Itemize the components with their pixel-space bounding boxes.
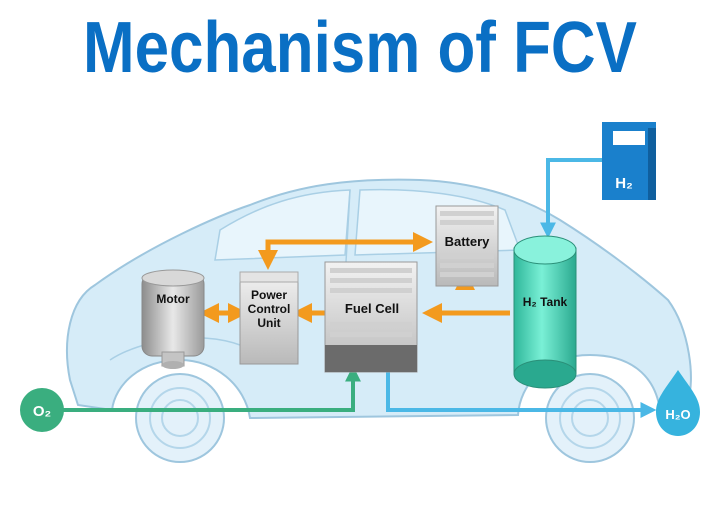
water-outlet-line (386, 372, 657, 418)
battery: Battery (435, 205, 499, 287)
motor-label: Motor (156, 292, 190, 306)
power-control-unit: Power Control Unit (239, 271, 299, 365)
pcu-label-line1: Power (251, 288, 287, 302)
front-wheel (135, 373, 225, 463)
h2-station-label: H₂ (615, 175, 633, 192)
fuel-cell-label: Fuel Cell (345, 301, 399, 316)
h2o-label: H₂O (665, 407, 690, 422)
hydrogen-station: H₂ (602, 122, 656, 200)
page-title: Mechanism of FCV (83, 8, 637, 88)
fuel-cell: Fuel Cell (324, 261, 418, 373)
electric-flow-lines (199, 232, 510, 323)
pcu-label-line3: Unit (257, 316, 280, 330)
oxygen-inlet-line (62, 365, 361, 412)
motor: Motor (141, 269, 205, 369)
hydrogen-fill-line (540, 158, 602, 239)
rear-wheel (545, 373, 635, 463)
pcu-label-line2: Control (248, 302, 291, 316)
oxygen-inlet: O₂ (20, 388, 64, 432)
o2-label: O₂ (33, 403, 51, 420)
hydrogen-tank: H₂ Tank (513, 235, 577, 389)
water-outlet: H₂O (656, 370, 700, 436)
battery-label: Battery (445, 234, 491, 249)
h2-tank-label: H₂ Tank (523, 295, 568, 309)
